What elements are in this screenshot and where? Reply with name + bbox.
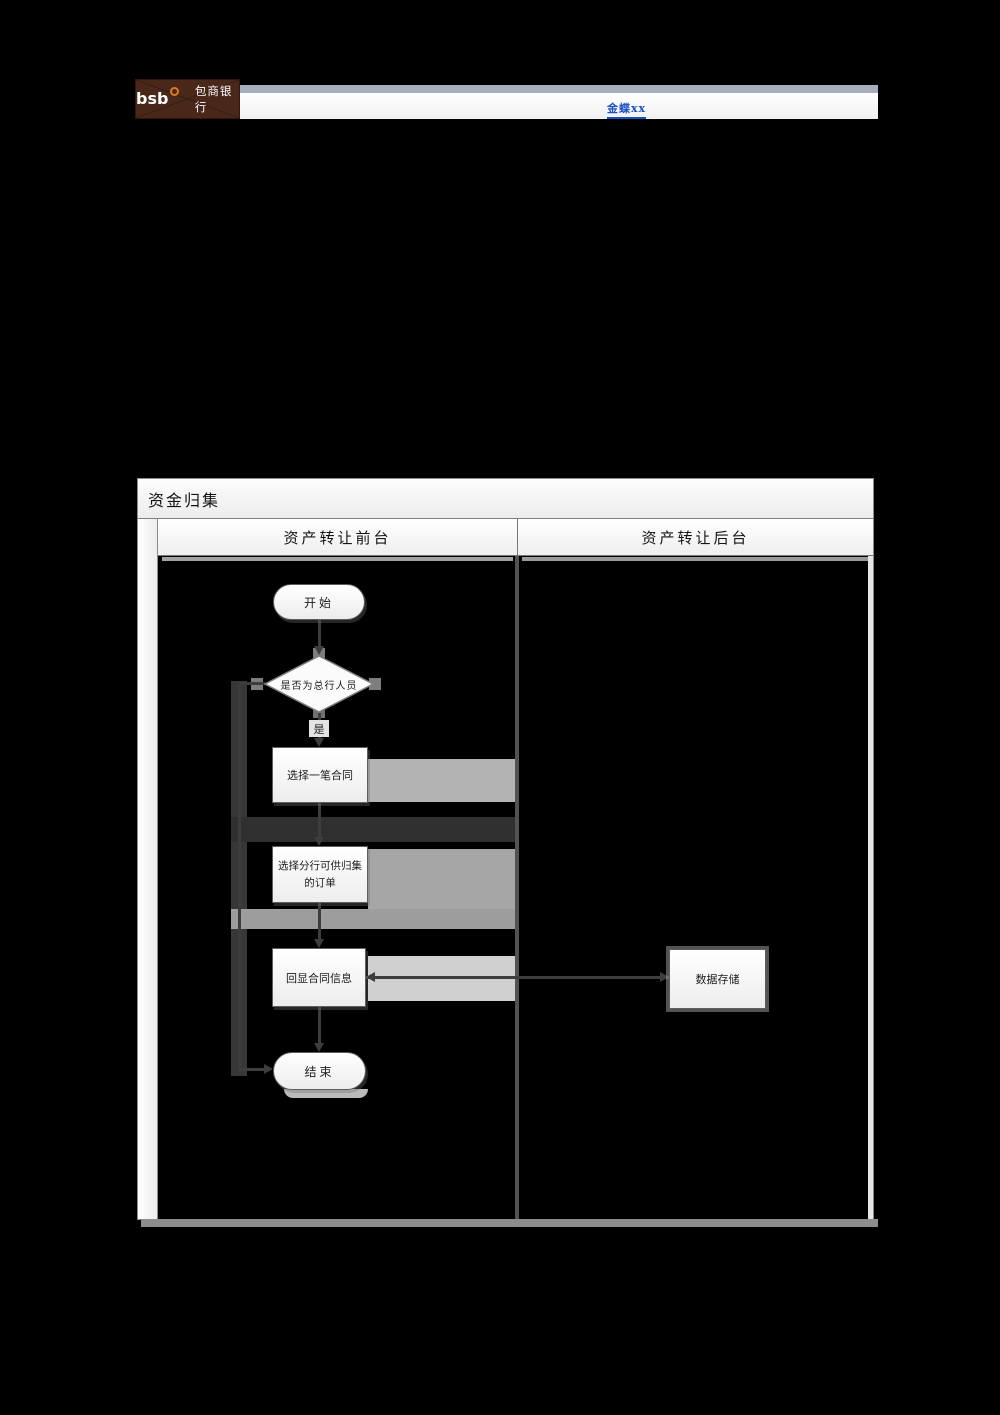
- connector-no-branch-bottom: [238, 1068, 264, 1071]
- arrowhead-down-icon: [314, 1043, 324, 1052]
- connector-step2-step3: [318, 903, 321, 940]
- arrowhead-right-icon: [660, 972, 669, 982]
- flow-node-data-store: 数据存储: [669, 949, 766, 1009]
- arrowhead-right-icon: [264, 1064, 273, 1074]
- edge-label-yes: 是: [309, 720, 329, 737]
- lane-header-front: 资产转让前台: [158, 519, 518, 556]
- connector-step1-step2: [318, 803, 321, 838]
- arrowhead-down-icon: [314, 738, 324, 747]
- lane-front-top-shadow: [162, 557, 513, 561]
- artifact-patch: [368, 849, 515, 909]
- arrowhead-down-icon: [314, 939, 324, 948]
- header-top-bar: [238, 85, 878, 93]
- select-orders-label: 选择分行可供归集的订单: [278, 859, 362, 889]
- arrowhead-down-icon: [314, 646, 324, 655]
- logo-bank-name: 包商银行: [194, 84, 233, 114]
- start-label: 开始: [303, 595, 334, 610]
- lane-front-label: 资产转让前台: [283, 528, 392, 547]
- header-white-band: [238, 93, 878, 119]
- data-store-label: 数据存储: [695, 973, 740, 986]
- lane-back-label: 资产转让后台: [641, 528, 750, 547]
- flow-node-decision: 是否为总行人员: [263, 655, 375, 713]
- connector-step3-end: [318, 1007, 321, 1044]
- flow-node-start: 开始: [273, 584, 365, 620]
- bank-logo: bsb 包商银行: [135, 79, 240, 119]
- arrowhead-down-icon: [314, 837, 324, 846]
- connector-start-decision: [318, 620, 321, 647]
- connector-no-branch-vertical: [238, 682, 241, 1070]
- pool-title-band: 资金归集: [138, 479, 873, 519]
- arrowhead-left-icon: [366, 972, 375, 982]
- lane-divider: [515, 556, 519, 1219]
- logo-brand-text: bsb: [136, 89, 169, 108]
- artifact-patch: [231, 909, 515, 929]
- logo-degree-icon: [170, 86, 179, 96]
- frame-bottom-shadow: [141, 1219, 878, 1227]
- flow-node-echo-contract: 回显合同信息: [272, 948, 366, 1007]
- decision-label: 是否为总行人员: [280, 680, 358, 692]
- flow-node-end: 结束: [273, 1052, 366, 1090]
- header-link[interactable]: 金蝶xx: [607, 100, 647, 119]
- flow-node-select-contract: 选择一笔合同: [272, 747, 368, 803]
- echo-contract-label: 回显合同信息: [286, 971, 352, 985]
- pool-left-strip: [138, 519, 158, 1219]
- diamond-shape-icon: [263, 655, 375, 713]
- artifact-patch: [231, 817, 515, 842]
- flow-node-select-orders: 选择分行可供归集的订单: [272, 846, 368, 903]
- end-label: 结束: [304, 1064, 335, 1079]
- lane-header-back: 资产转让后台: [518, 519, 873, 556]
- select-contract-label: 选择一笔合同: [287, 769, 353, 782]
- frame-right-strip: [868, 556, 873, 1219]
- lane-back-top-shadow: [522, 557, 869, 561]
- connector-step3-datastore: [366, 976, 669, 979]
- connector-no-branch-top: [238, 682, 265, 685]
- pool-title-text: 资金归集: [148, 490, 221, 510]
- artifact-end-shadow: [284, 1089, 368, 1098]
- flowchart-frame: 资金归集 资产转让前台 资产转让后台 开始: [137, 478, 874, 1220]
- diamond-handle-right: [369, 678, 381, 690]
- artifact-patch: [368, 759, 515, 802]
